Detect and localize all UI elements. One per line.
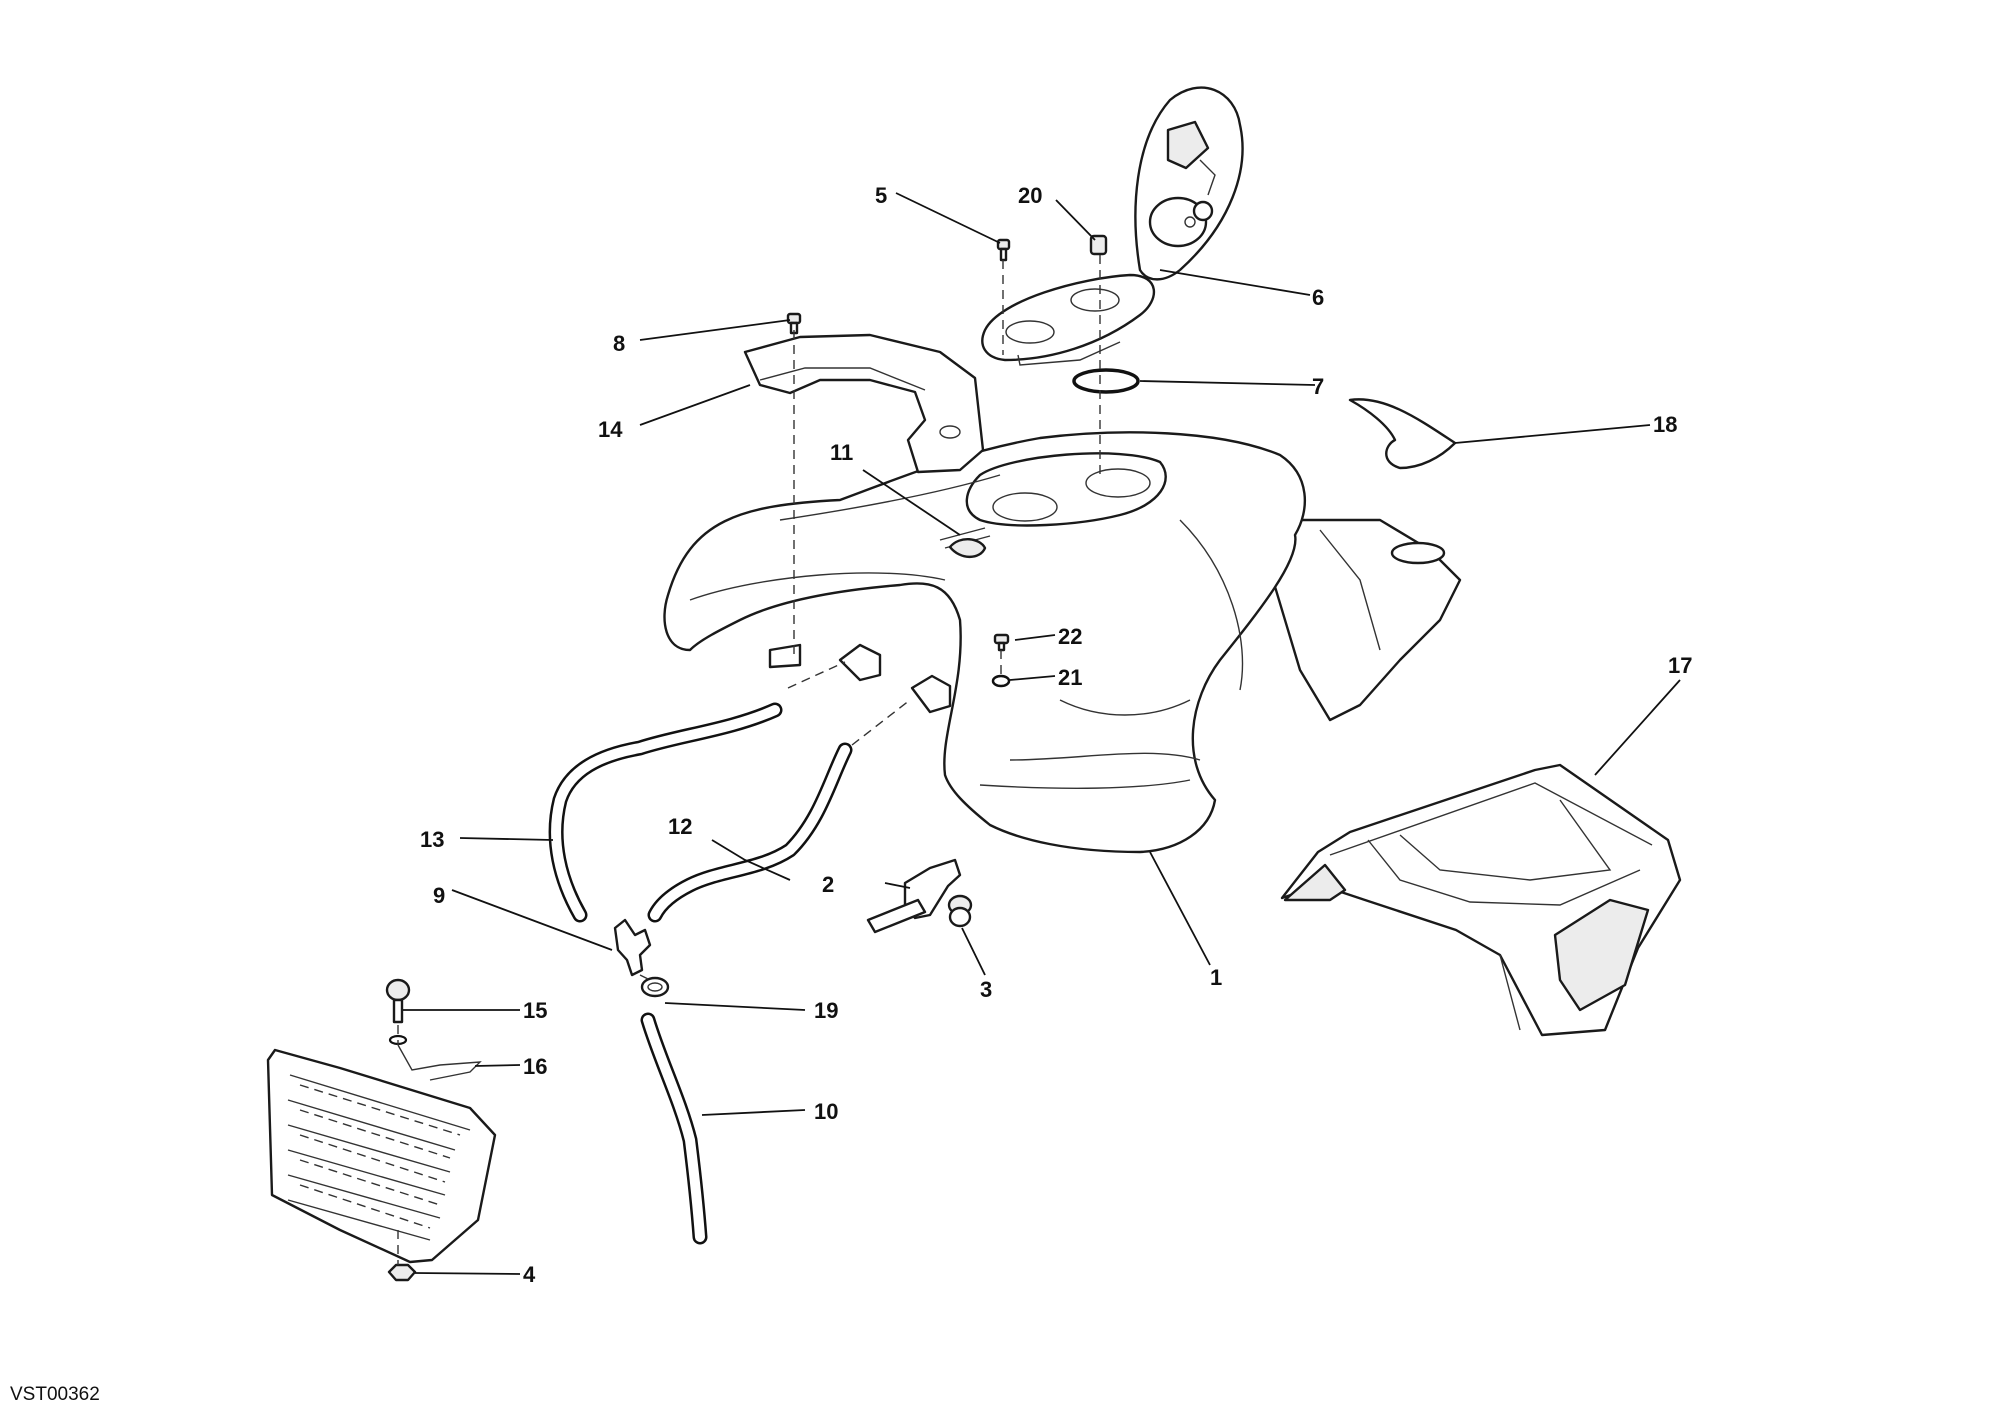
- drawing-code: VST00362: [10, 1384, 100, 1405]
- callout-22: 22: [1058, 624, 1082, 649]
- callout-7: 7: [1312, 374, 1324, 399]
- part-16-wire-clip: [397, 1044, 482, 1081]
- callout-11: 11: [830, 440, 853, 465]
- callout-21: 21: [1058, 665, 1082, 690]
- part-7-o-ring: [1072, 368, 1140, 394]
- leader-lines: [403, 192, 1681, 1275]
- callout-13: 13: [420, 827, 444, 852]
- part-11-label: [939, 527, 991, 559]
- part-21-washer: [991, 674, 1011, 688]
- grille-heat-shield: [266, 1048, 497, 1264]
- callout-4: 4: [523, 1262, 536, 1287]
- callout-1: 1: [1210, 965, 1222, 990]
- part-14-bracket: [743, 333, 985, 474]
- part-19-clamp: [640, 976, 670, 998]
- part-3-grommet: [947, 894, 973, 928]
- part-12-hose: [647, 742, 853, 923]
- callout-10: 10: [814, 1099, 838, 1124]
- callout-17: 17: [1668, 653, 1692, 678]
- callout-20: 20: [1018, 183, 1042, 208]
- callout-12: 12: [668, 814, 692, 839]
- part-20-spacer: [1089, 234, 1108, 256]
- part-18-wing-cover: [1348, 398, 1457, 470]
- callout-19: 19: [814, 998, 838, 1023]
- part-1-fuel-tank: [663, 431, 1462, 854]
- part-13-hose: [548, 702, 783, 923]
- callout-14: 14: [598, 417, 623, 442]
- part-2-mount-bracket: [866, 858, 962, 934]
- part-9-y-fitting: [613, 918, 652, 977]
- callout-16: 16: [523, 1054, 547, 1079]
- part-10-hose: [640, 1012, 708, 1245]
- callout-15: 15: [523, 998, 547, 1023]
- callout-2: 2: [822, 872, 834, 897]
- part-4-nut: [387, 1263, 417, 1282]
- alignment-lines: [397, 255, 1101, 1265]
- callout-9: 9: [433, 883, 445, 908]
- part-15-screw: [385, 978, 411, 1046]
- callout-3: 3: [980, 977, 992, 1002]
- callout-6: 6: [1312, 285, 1324, 310]
- callout-labels: 5 20 6 7 18 8 14 11 22 21 17 1 2 3 13 12…: [420, 183, 1692, 1287]
- callout-18: 18: [1653, 412, 1677, 437]
- callout-8: 8: [613, 331, 625, 356]
- part-22-screw: [993, 633, 1010, 652]
- part-17-tail-cover: [1280, 763, 1682, 1037]
- callout-5: 5: [875, 183, 887, 208]
- part-6-fuel-cap: [981, 86, 1244, 366]
